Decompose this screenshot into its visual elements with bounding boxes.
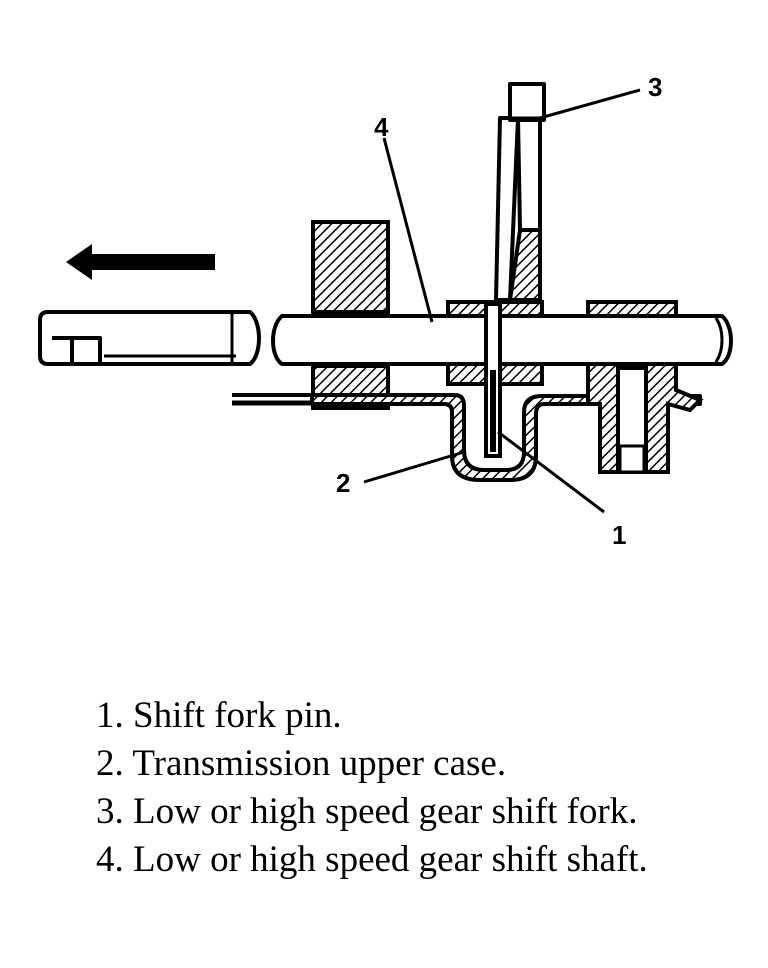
callout-4: 4 bbox=[374, 112, 389, 142]
legend-item: 4. Low or high speed gear shift shaft. bbox=[96, 839, 648, 880]
legend-item: 3. Low or high speed gear shift fork. bbox=[96, 791, 638, 832]
callout-1: 1 bbox=[612, 520, 626, 550]
callout-3: 3 bbox=[648, 72, 662, 102]
legend-item: 1. Shift fork pin. bbox=[96, 695, 342, 736]
removed-shaft-segment bbox=[38, 310, 261, 366]
shift-fork-pin bbox=[484, 302, 502, 458]
direction-arrow bbox=[66, 244, 215, 280]
shift-fork-diagram: 3 4 2 1 bbox=[38, 72, 733, 550]
legend-item: 2. Transmission upper case. bbox=[96, 743, 507, 784]
leader-lines bbox=[363, 88, 641, 514]
case-flange bbox=[232, 393, 312, 406]
callout-2: 2 bbox=[336, 468, 350, 498]
shift-fork bbox=[494, 82, 546, 302]
right-boss bbox=[586, 300, 704, 474]
parts-legend: 1. Shift fork pin. 2. Transmission upper… bbox=[96, 692, 648, 884]
